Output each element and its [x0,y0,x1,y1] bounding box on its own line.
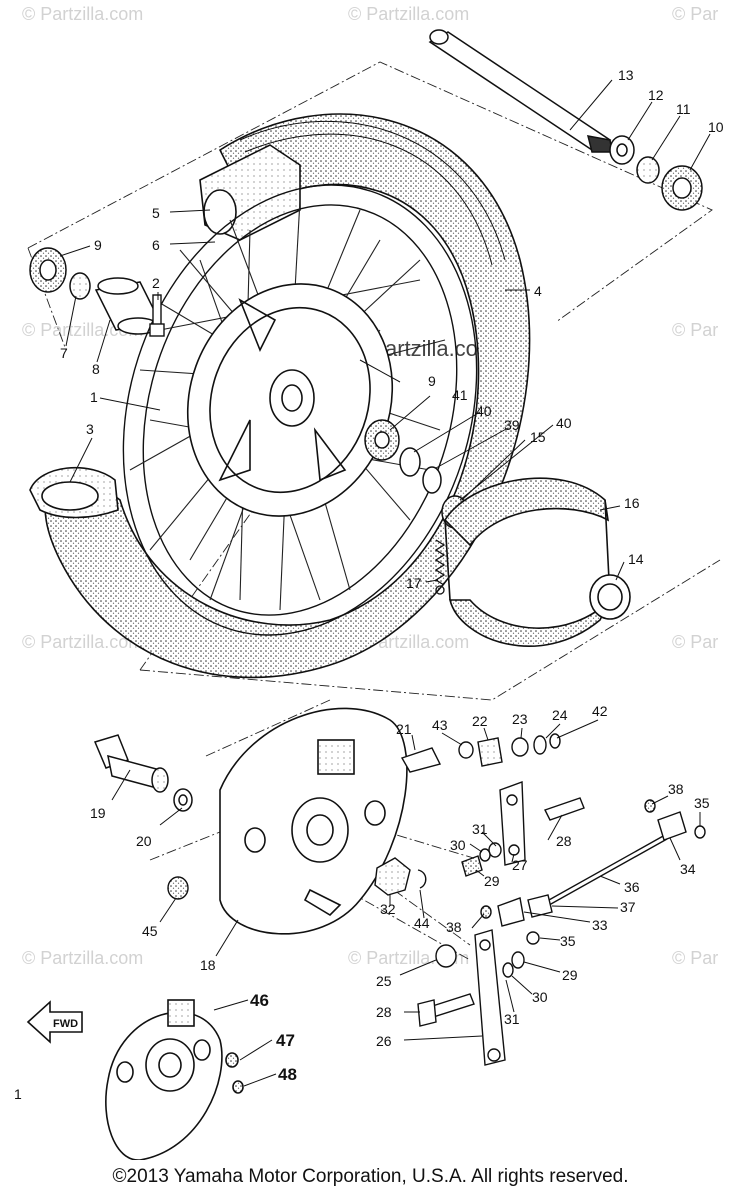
callout: 35 [560,933,576,949]
tube-and-rim-band [29,144,301,519]
callout: 26 [376,1033,392,1049]
callout: 32 [380,901,396,917]
callout: 5 [152,205,160,221]
callout: 3 [86,421,94,437]
callout: 16 [624,495,640,511]
brake-shoes [443,477,611,647]
callout: 4 [534,283,542,299]
watermark: © Partzilla.com [348,4,470,24]
figure-number: 1 [14,1086,22,1102]
callout: 25 [376,973,392,989]
callout: 35 [694,795,710,811]
callout: 45 [142,923,158,939]
callout-numbers: 13 12 11 10 5 9 6 4 2 7 8 9 1 41 40 39 1… [60,67,724,1084]
callout: 37 [620,899,636,915]
watermark: © Par [672,632,719,652]
callout: 40 [476,403,492,419]
callout: 31 [504,1011,520,1027]
callout: 30 [450,837,466,853]
callout: 1 [90,389,98,405]
callout: 19 [90,805,106,821]
callout: 10 [708,119,724,135]
callout: 47 [276,1031,295,1050]
callout: 7 [60,345,68,361]
wheel-hub [186,283,394,517]
callout: 46 [250,991,269,1010]
callout: 24 [552,707,568,723]
callout: 13 [618,67,634,83]
fwd-arrow-icon: FWD [26,1000,83,1044]
callout: 36 [624,879,640,895]
callout: 23 [512,711,528,727]
leader-lines [59,79,711,1087]
callout: 12 [648,87,664,103]
callout: 11 [676,101,691,117]
callout: 28 [376,1004,392,1020]
callout: 18 [200,957,216,973]
callout: 21 [396,721,412,737]
watermark: © Par [672,320,719,340]
callout: 29 [562,967,578,983]
axle-hardware [609,135,703,211]
callout: 6 [152,237,160,253]
callout: 38 [446,919,462,935]
brake-rod [480,799,706,945]
callout: 31 [472,821,488,837]
axle [428,29,613,153]
cam-lever-hub [167,857,427,900]
callout: 39 [504,417,520,433]
wheel-rim [122,184,478,636]
watermark: © Partzilla.com [22,4,144,24]
callout: 34 [680,861,696,877]
callout: 33 [592,917,608,933]
callout: 8 [92,361,100,377]
left-bearing-set [29,247,162,335]
watermark: © Partzilla.com [22,632,144,652]
rear-wheel-exploded-diagram: FWD [26,29,724,1160]
callout: 9 [94,237,102,253]
watermark: © Par [672,948,719,968]
brake-camshaft [93,734,193,812]
callout: 44 [414,915,430,931]
alternate-brake-plate [105,999,244,1160]
callout: 2 [152,275,160,291]
callout: 41 [452,387,468,403]
callout: 42 [592,703,608,719]
spoke-nipple [149,294,165,337]
callout: 38 [668,781,684,797]
callout: 14 [628,551,644,567]
callout: 29 [484,873,500,889]
callout: 40 [556,415,572,431]
callout: 27 [512,857,528,873]
callout: 15 [530,429,546,445]
callout: 30 [532,989,548,1005]
brake-cam-ring [589,574,631,620]
adjuster-parts [400,733,561,773]
callout: 20 [136,833,152,849]
callout: 9 [428,373,436,389]
watermark: © Par [672,4,719,24]
fwd-label: FWD [53,1018,78,1030]
watermark: © Partzilla.com [22,948,144,968]
callout: 17 [406,575,422,591]
callout: 48 [278,1065,297,1084]
callout: 22 [472,713,488,729]
callout: 43 [432,717,448,733]
callout: 28 [556,833,572,849]
brake-plate [219,707,408,935]
copyright-footer: ©2013 Yamaha Motor Corporation, U.S.A. A… [112,1166,629,1187]
brake-spring [434,539,446,595]
brake-lever-lower [417,929,525,1066]
